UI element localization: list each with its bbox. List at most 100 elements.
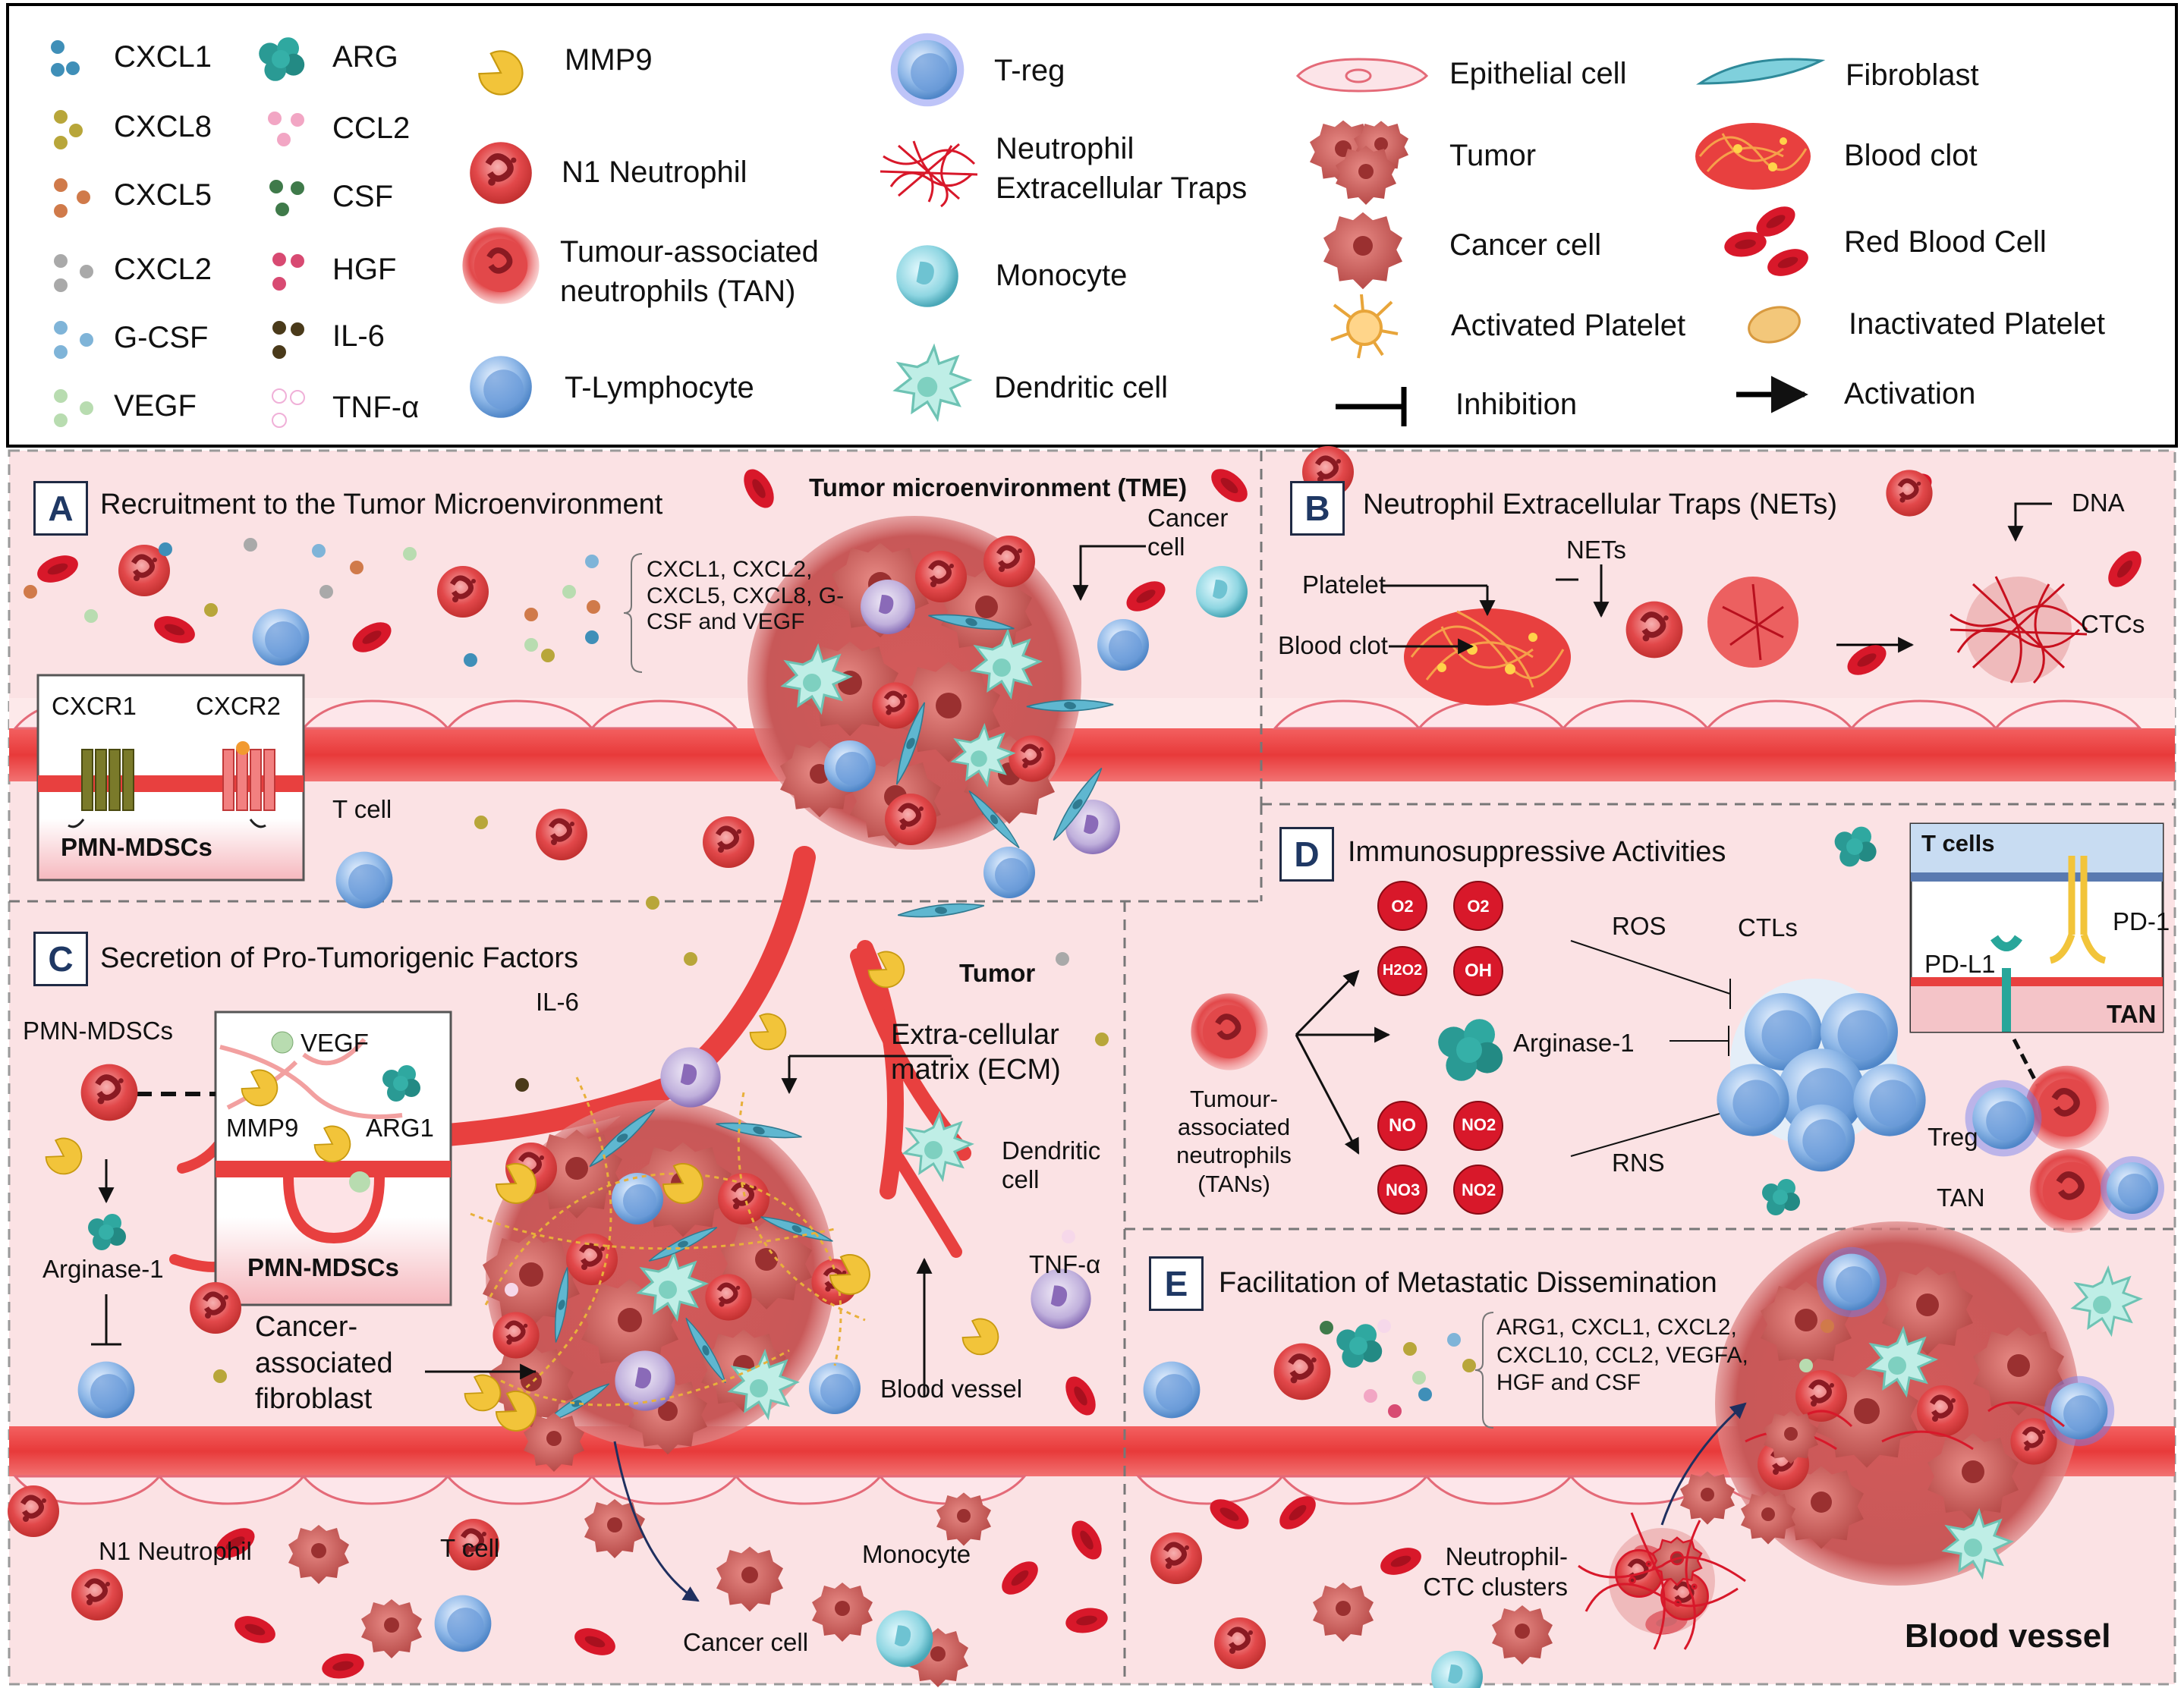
blood-vessel-c-label: Blood vessel (880, 1375, 1023, 1403)
panel-c-letter: C (33, 932, 88, 986)
legend-il6-label: IL-6 (332, 319, 385, 353)
cancer-cell-bottom-label: Cancer cell (683, 1628, 809, 1656)
ecm-label: Extra-cellular matrix (ECM) (891, 1019, 1061, 1086)
legend-treg-label: T-reg (994, 54, 1065, 87)
legend-activation-label: Activation (1844, 377, 1976, 410)
legend-hgf-label: HGF (332, 253, 397, 286)
legend-inactivated-platelet-label: Inactivated Platelet (1849, 307, 2105, 341)
no-label: NO (1389, 1115, 1416, 1136)
ctcs-label: CTCs (2081, 610, 2145, 638)
tumor-c (470, 1047, 878, 1455)
tnf-c-label: TNF-α (1029, 1250, 1101, 1278)
pointer-lines (1072, 502, 2052, 655)
tumor-c-label: Tumor (959, 959, 1036, 987)
panel-e-letter: E (1149, 1256, 1204, 1311)
rns-label: RNS (1612, 1149, 1665, 1177)
panel-d-title: Immunosuppressive Activities (1348, 836, 1726, 868)
legend-cxcl8-label: CXCL8 (114, 110, 212, 143)
panel-e-title: Facilitation of Metastatic Dissemination (1219, 1267, 1717, 1299)
panel-a-letter: A (33, 481, 88, 536)
tans-label: Tumour- associated neutrophils (TANs) (1176, 1086, 1292, 1197)
tumor-e (1715, 1221, 2142, 1586)
panel-e-factors: ARG1, CXCL1, CXCL2, CXCL10, CCL2, VEGFA,… (1496, 1315, 1748, 1396)
platelet-label: Platelet (1302, 571, 1386, 599)
legend-gcsf-label: G-CSF (114, 321, 209, 354)
t-cell-bottom-label: T cell (440, 1534, 500, 1562)
o2-radical-label: O2 (1391, 897, 1414, 916)
panel-a-title: Recruitment to the Tumor Microenvironmen… (100, 489, 663, 520)
panel-dividers (9, 451, 2175, 1684)
panel-c-title: Secretion of Pro-Tumorigenic Factors (100, 942, 579, 974)
dna-label: DNA (2072, 489, 2125, 517)
legend-cxcl2-label: CXCL2 (114, 253, 212, 286)
legend-mmp9-label: MMP9 (565, 43, 653, 77)
no3-label: NO3 (1386, 1180, 1421, 1199)
legend-nets-label: Neutrophil Extracellular Traps (996, 132, 1248, 205)
cxcr-box (36, 674, 305, 882)
legend-epithelial-label: Epithelial cell (1449, 57, 1627, 90)
scattered-cells-a (24, 446, 2148, 966)
brackets (623, 553, 1494, 1429)
pd1-label: PD-1 (2113, 907, 2170, 935)
secretion-inset-box (137, 1011, 452, 1306)
legend-monocyte-label: Monocyte (996, 259, 1128, 292)
panel-a-factors: CXCL1, CXCL2, CXCL5, CXCL8, G-CSF and VE… (647, 557, 845, 634)
il6-label: IL-6 (536, 988, 579, 1016)
mmp9-inset-label: MMP9 (226, 1114, 299, 1142)
tme-label: Tumor microenvironment (TME) (809, 473, 1188, 501)
ctl-cluster (1717, 979, 1926, 1172)
panel-d-graphics (1191, 822, 2164, 1233)
legend-rbc-label: Red Blood Cell (1844, 225, 2047, 259)
treg-label: Treg (1928, 1123, 1978, 1151)
legend-fibroblast-label: Fibroblast (1846, 58, 1979, 92)
legend-col5-icons (1295, 58, 1429, 426)
legend-activated-platelet-label: Activated Platelet (1451, 309, 1686, 342)
legend-tan-label: Tumour-associated neutrophils (TAN) (560, 235, 819, 308)
oh-label: OH (1465, 960, 1492, 981)
pmn-mdscs-a-label: PMN-MDSCs (61, 833, 212, 861)
cells-c (41, 945, 1109, 1419)
pmn-mdscs-inset-label: PMN-MDSCs (247, 1253, 399, 1281)
legend-n1-neutrophil-label: N1 Neutrophil (562, 156, 747, 189)
legend-col6-icons (1695, 58, 1826, 413)
arg1-inset-label: ARG1 (366, 1114, 434, 1142)
ros-label: ROS (1612, 912, 1666, 940)
tan-inset-label: TAN (2107, 1000, 2157, 1028)
arginase1-c-label: Arginase-1 (42, 1255, 164, 1283)
cancer-cell-a-label: Cancer cell (1147, 504, 1229, 561)
monocyte-bottom-label: Monocyte (862, 1540, 971, 1568)
cxcr2-label: CXCR2 (196, 692, 281, 720)
no2b-label: NO2 (1462, 1180, 1496, 1199)
panel-e-graphics (1143, 1319, 1834, 1419)
n1-neutrophil-label: N1 Neutrophil (99, 1537, 252, 1565)
h2o2-label: H2O2 (1382, 962, 1423, 979)
o2-anion-label: O2 (1467, 897, 1490, 916)
legend-inhibition-label: Inhibition (1455, 388, 1578, 421)
blood-clot-label: Blood clot (1278, 631, 1388, 659)
legend-tnfa-label: TNF-α (332, 391, 420, 424)
dendritic-c-label: Dendritic cell (1002, 1136, 1101, 1193)
legend-tumor-label: Tumor (1449, 139, 1537, 172)
pdl1-label: PD-L1 (1924, 950, 1996, 978)
ctls-label: CTLs (1738, 913, 1798, 941)
cxcr1-label: CXCR1 (52, 692, 137, 720)
tcells-inset-label: T cells (1921, 830, 1995, 857)
caf-label: Cancer- associated fibroblast (255, 1311, 393, 1415)
legend-blood-clot-label: Blood clot (1844, 139, 1978, 172)
panel-b-title: Neutrophil Extracellular Traps (NETs) (1363, 489, 1838, 520)
legend-col4-icons (880, 33, 978, 420)
panel-d-letter: D (1279, 827, 1334, 882)
legend-dendritic-label: Dendritic cell (994, 371, 1168, 404)
vegf-inset-label: VEGF (301, 1029, 369, 1057)
vessel-band-top (9, 728, 2175, 781)
nets-b (1404, 576, 2088, 706)
tan-d-label: TAN (1937, 1183, 1985, 1212)
legend-ccl2-label: CCL2 (332, 112, 411, 145)
legend-csf-label: CSF (332, 180, 393, 213)
legend-cancer-cell-label: Cancer cell (1449, 228, 1602, 262)
legend-arg-label: ARG (332, 40, 398, 74)
legend-cxcl5-label: CXCL5 (114, 178, 212, 212)
nets-label: NETs (1566, 536, 1626, 564)
